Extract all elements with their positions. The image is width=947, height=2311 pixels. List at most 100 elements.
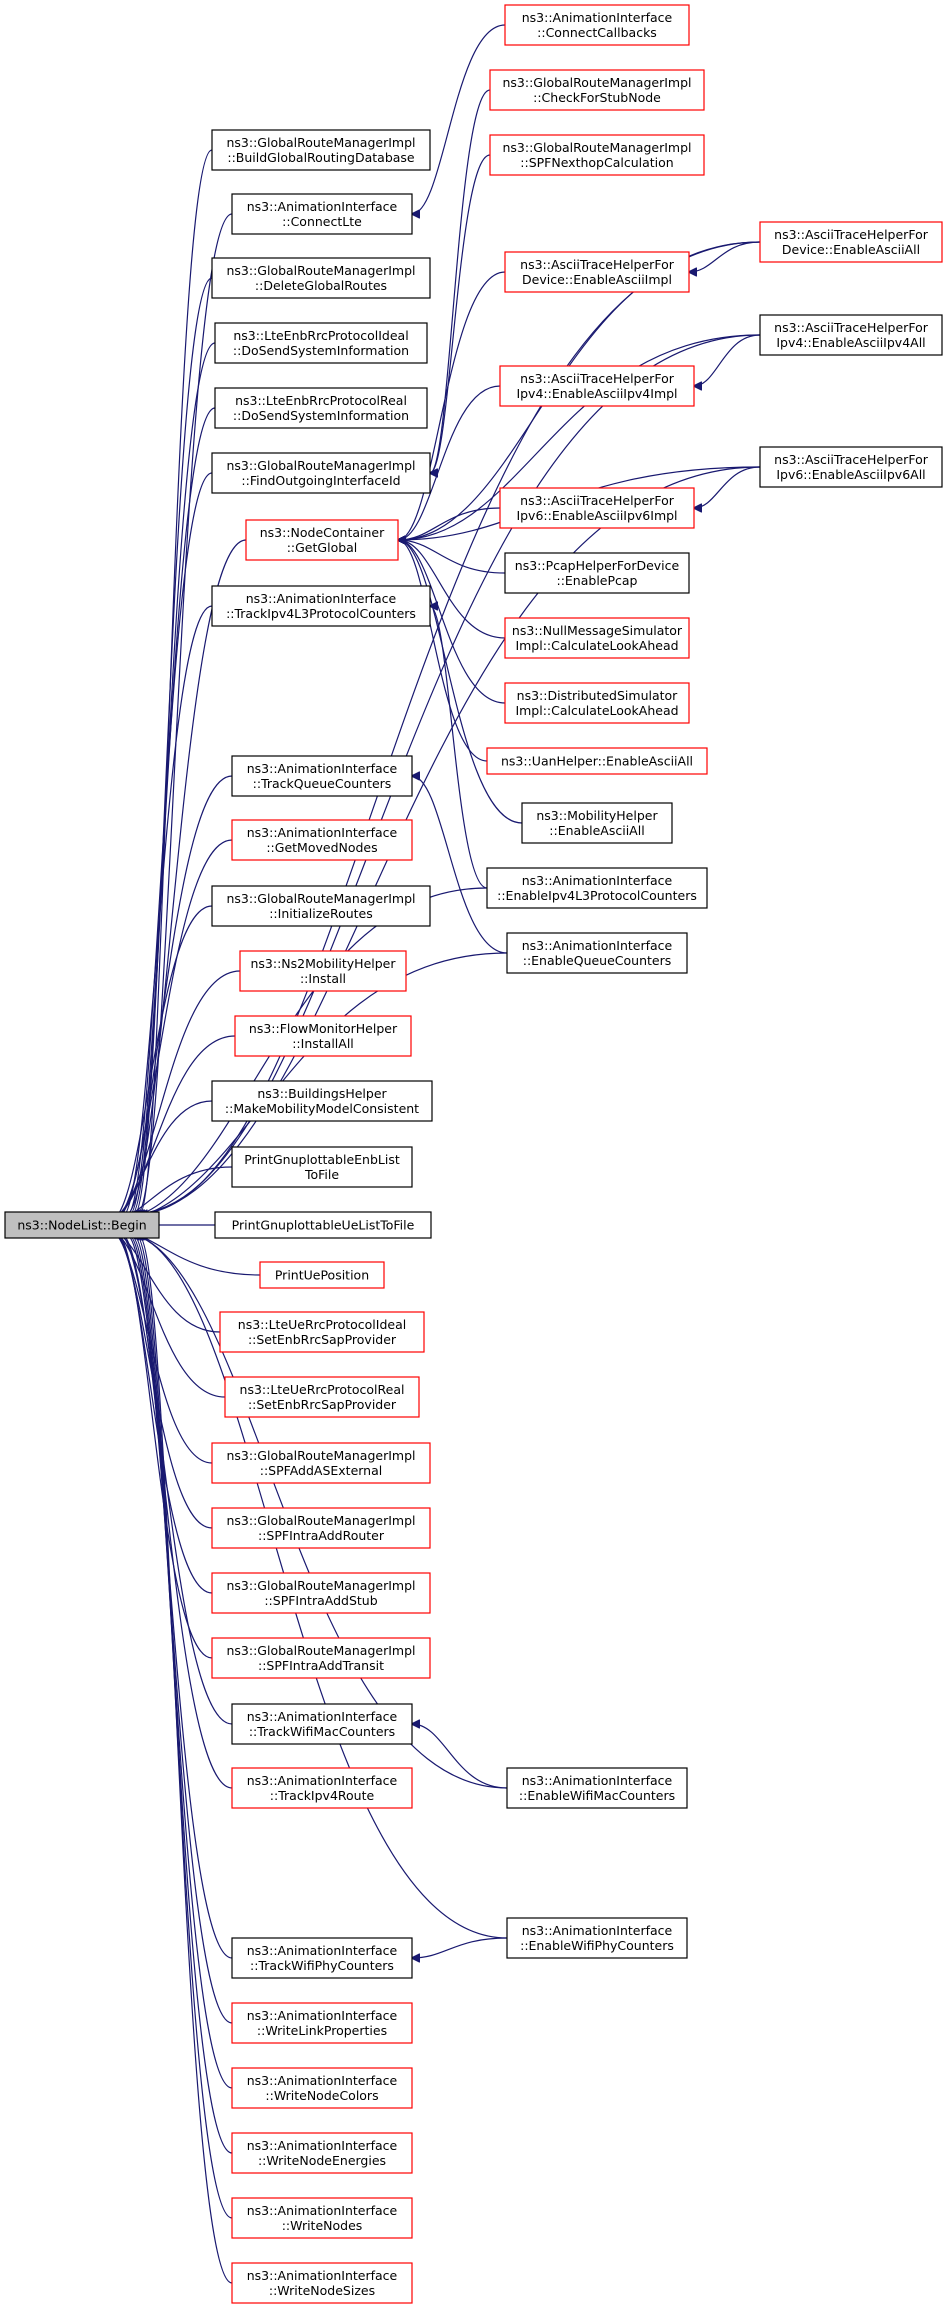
node-label: ns3::AsciiTraceHelperFor <box>520 493 675 508</box>
node-box <box>759 446 943 488</box>
edge-track-ipv4route-to-begin <box>119 1232 233 1789</box>
node-box <box>214 1211 432 1239</box>
node-label: ::WriteNodeColors <box>265 2088 378 2103</box>
node-mobility[interactable]: ns3::MobilityHelper::EnableAsciiAll <box>521 802 673 844</box>
node-track-wifiphy[interactable]: ns3::AnimationInterface::TrackWifiPhyCou… <box>231 1937 413 1979</box>
node-enable-queue[interactable]: ns3::AnimationInterface::EnableQueueCoun… <box>506 932 688 974</box>
edge-check-stub-to-find-outgoing <box>430 89 491 473</box>
edge-enable-wifiphy-to-track-wifiphy <box>412 1937 508 1958</box>
node-label: ::EnableWifiPhyCounters <box>520 1938 674 1953</box>
node-distributed[interactable]: ns3::DistributedSimulatorImpl::Calculate… <box>504 682 690 724</box>
node-label: ::SPFNexthopCalculation <box>520 155 673 170</box>
node-track-queue[interactable]: ns3::AnimationInterface::TrackQueueCount… <box>231 755 413 797</box>
node-label: ns3::GlobalRouteManagerImpl <box>226 1513 415 1528</box>
node-box <box>231 819 413 861</box>
node-box <box>211 1080 433 1122</box>
node-build-global[interactable]: ns3::GlobalRouteManagerImpl::BuildGlobal… <box>211 129 431 171</box>
node-connect-lte[interactable]: ns3::AnimationInterface::ConnectLte <box>231 193 413 235</box>
node-spf-router[interactable]: ns3::GlobalRouteManagerImpl::SPFIntraAdd… <box>211 1507 431 1549</box>
edge-track-queue-to-begin <box>115 775 233 1219</box>
node-check-stub[interactable]: ns3::GlobalRouteManagerImpl::CheckForStu… <box>489 69 705 111</box>
node-label: ns3::AsciiTraceHelperFor <box>774 227 929 242</box>
node-set-enb-real[interactable]: ns3::LteUeRrcProtocolReal::SetEnbRrcSapP… <box>224 1376 420 1418</box>
node-label: ::EnableAsciiAll <box>549 823 644 838</box>
node-label: ::Install <box>300 971 346 986</box>
node-ascii-ipv4-all[interactable]: ns3::AsciiTraceHelperForIpv4::EnableAsci… <box>759 314 943 356</box>
node-box <box>231 1703 413 1745</box>
node-label: ns3::AnimationInterface <box>247 199 398 214</box>
node-label: Impl::CalculateLookAhead <box>515 703 678 718</box>
node-ascii-ipv4-impl[interactable]: ns3::AsciiTraceHelperForIpv4::EnableAsci… <box>499 365 695 407</box>
node-box <box>211 585 431 627</box>
node-ascii-ipv6-impl[interactable]: ns3::AsciiTraceHelperForIpv6::EnableAsci… <box>499 487 695 529</box>
node-label: ns3::GlobalRouteManagerImpl <box>226 1578 415 1593</box>
node-label: ns3::AsciiTraceHelperFor <box>520 371 675 386</box>
node-write-energies[interactable]: ns3::AnimationInterface::WriteNodeEnergi… <box>231 2132 413 2174</box>
node-box <box>211 1572 431 1614</box>
node-print-ue-pos[interactable]: PrintUePosition <box>259 1261 385 1289</box>
node-label: ns3::GlobalRouteManagerImpl <box>502 140 691 155</box>
node-uan[interactable]: ns3::UanHelper::EnableAsciiAll <box>486 747 708 775</box>
node-box <box>211 129 431 171</box>
node-ascii-ipv6-all[interactable]: ns3::AsciiTraceHelperForIpv6::EnableAsci… <box>759 446 943 488</box>
node-label: ns3::GlobalRouteManagerImpl <box>226 891 415 906</box>
node-track-ipv4route[interactable]: ns3::AnimationInterface::TrackIpv4Route <box>231 1767 413 1809</box>
node-label: ns3::LteEnbRrcProtocolIdeal <box>233 328 408 343</box>
node-box <box>499 365 695 407</box>
node-delete-routes[interactable]: ns3::GlobalRouteManagerImpl::DeleteGloba… <box>211 257 431 299</box>
edge-build-global-to-begin <box>140 149 213 1214</box>
node-ns2-install[interactable]: ns3::Ns2MobilityHelper::Install <box>239 950 407 992</box>
node-flow-install[interactable]: ns3::FlowMonitorHelper::InstallAll <box>234 1015 412 1057</box>
node-label: Device::EnableAsciiAll <box>782 242 920 257</box>
node-label: ::EnablePcap <box>556 573 637 588</box>
node-label: ns3::GlobalRouteManagerImpl <box>226 263 415 278</box>
node-track-wifimac[interactable]: ns3::AnimationInterface::TrackWifiMacCou… <box>231 1703 413 1745</box>
node-spf-asext[interactable]: ns3::GlobalRouteManagerImpl::SPFAddASExt… <box>211 1442 431 1484</box>
node-label: Ipv4::EnableAsciiIpv4Impl <box>516 386 677 401</box>
node-label: ns3::LteUeRrcProtocolIdeal <box>238 1317 406 1332</box>
node-connect-callbacks[interactable]: ns3::AnimationInterface::ConnectCallback… <box>504 4 690 46</box>
node-spf-nexthop[interactable]: ns3::GlobalRouteManagerImpl::SPFNexthopC… <box>489 134 705 176</box>
edge-ascii-ipv4-impl-to-get-global <box>398 385 501 540</box>
node-box <box>759 221 943 263</box>
node-track-ipv4l3[interactable]: ns3::AnimationInterface::TrackIpv4L3Prot… <box>211 585 431 627</box>
node-label: ::SPFIntraAddStub <box>264 1593 377 1608</box>
node-init-routes[interactable]: ns3::GlobalRouteManagerImpl::InitializeR… <box>211 885 431 927</box>
node-print-ue-list[interactable]: PrintGnuplottableUeListToFile <box>214 1211 432 1239</box>
node-label: ::InstallAll <box>292 1036 354 1051</box>
node-nullmsg[interactable]: ns3::NullMessageSimulatorImpl::Calculate… <box>504 617 690 659</box>
node-spf-stub[interactable]: ns3::GlobalRouteManagerImpl::SPFIntraAdd… <box>211 1572 431 1614</box>
node-write-nodes[interactable]: ns3::AnimationInterface::WriteNodes <box>231 2197 413 2239</box>
node-label: ::EnableIpv4L3ProtocolCounters <box>497 888 697 903</box>
node-label: ::EnableWifiMacCounters <box>519 1788 675 1803</box>
node-buildings[interactable]: ns3::BuildingsHelper::MakeMobilityModelC… <box>211 1080 433 1122</box>
node-ascii-dev-impl[interactable]: ns3::AsciiTraceHelperForDevice::EnableAs… <box>504 251 690 293</box>
node-pcap[interactable]: ns3::PcapHelperForDevice::EnablePcap <box>504 552 690 594</box>
node-box <box>211 257 431 299</box>
node-write-sizes[interactable]: ns3::AnimationInterface::WriteNodeSizes <box>231 2262 413 2304</box>
node-label: Impl::CalculateLookAhead <box>515 638 678 653</box>
node-label: ns3::UanHelper::EnableAsciiAll <box>501 754 693 769</box>
node-enable-wifiphy[interactable]: ns3::AnimationInterface::EnableWifiPhyCo… <box>506 1917 688 1959</box>
node-label: ::WriteNodeEnergies <box>258 2153 386 2168</box>
node-box <box>486 747 708 775</box>
edge-mobility-to-get-global <box>398 540 523 824</box>
node-label: ns3::AnimationInterface <box>247 1709 398 1724</box>
node-set-enb-ideal[interactable]: ns3::LteUeRrcProtocolIdeal::SetEnbRrcSap… <box>219 1311 425 1353</box>
node-label: PrintGnuplottableUeListToFile <box>232 1218 415 1233</box>
node-dosend-real[interactable]: ns3::LteEnbRrcProtocolReal::DoSendSystem… <box>214 387 428 429</box>
node-enable-ipv4l3[interactable]: ns3::AnimationInterface::EnableIpv4L3Pro… <box>486 867 708 909</box>
node-spf-transit[interactable]: ns3::GlobalRouteManagerImpl::SPFIntraAdd… <box>211 1637 431 1679</box>
node-find-outgoing[interactable]: ns3::GlobalRouteManagerImpl::FindOutgoin… <box>211 452 431 494</box>
node-write-link[interactable]: ns3::AnimationInterface::WriteLinkProper… <box>231 2002 413 2044</box>
node-layer: ns3::NodeList::Beginns3::GlobalRouteMana… <box>4 4 943 2304</box>
node-ascii-dev-all[interactable]: ns3::AsciiTraceHelperForDevice::EnableAs… <box>759 221 943 263</box>
node-write-colors[interactable]: ns3::AnimationInterface::WriteNodeColors <box>231 2067 413 2109</box>
node-get-global[interactable]: ns3::NodeContainer::GetGlobal <box>245 519 399 561</box>
node-label: ns3::FlowMonitorHelper <box>249 1021 398 1036</box>
edge-ascii-ipv4-all-to-get-global <box>398 334 761 540</box>
node-enable-wifimac[interactable]: ns3::AnimationInterface::EnableWifiMacCo… <box>506 1767 688 1809</box>
node-get-moved[interactable]: ns3::AnimationInterface::GetMovedNodes <box>231 819 413 861</box>
node-dosend-ideal[interactable]: ns3::LteEnbRrcProtocolIdeal::DoSendSyste… <box>214 322 428 364</box>
